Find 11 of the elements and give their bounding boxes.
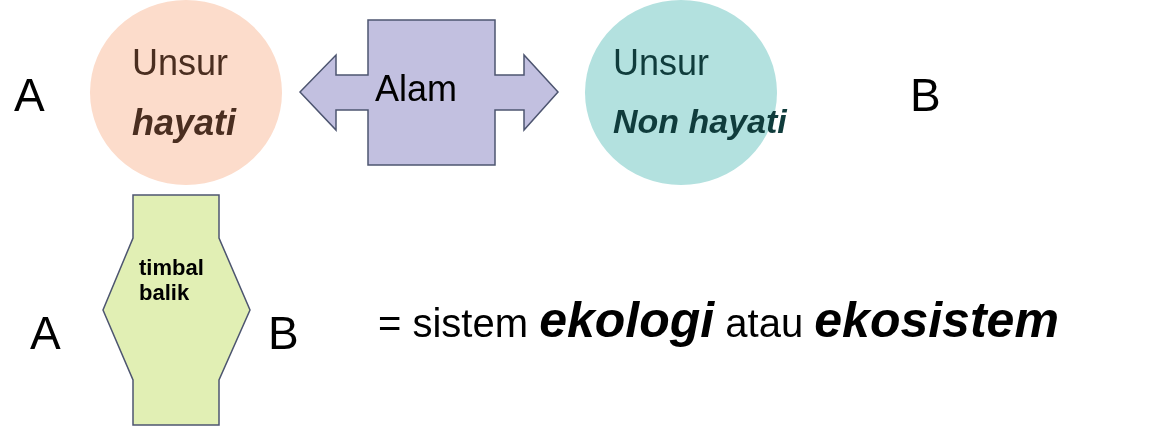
node-heading: Unsur: [132, 42, 229, 84]
node-letter: A: [30, 310, 61, 356]
node-letter: B: [910, 72, 941, 118]
node-heading: Unsur: [613, 42, 710, 84]
node-text: hayati: [132, 102, 237, 144]
node-text: Alam: [375, 68, 458, 110]
definition-text: = sistem ekologi atau ekosistem: [378, 291, 1059, 350]
node-letter: B: [268, 310, 299, 356]
node-letter: A: [14, 72, 45, 118]
node-text: Non hayati: [613, 102, 787, 142]
node-text: timbal balik: [139, 255, 205, 306]
